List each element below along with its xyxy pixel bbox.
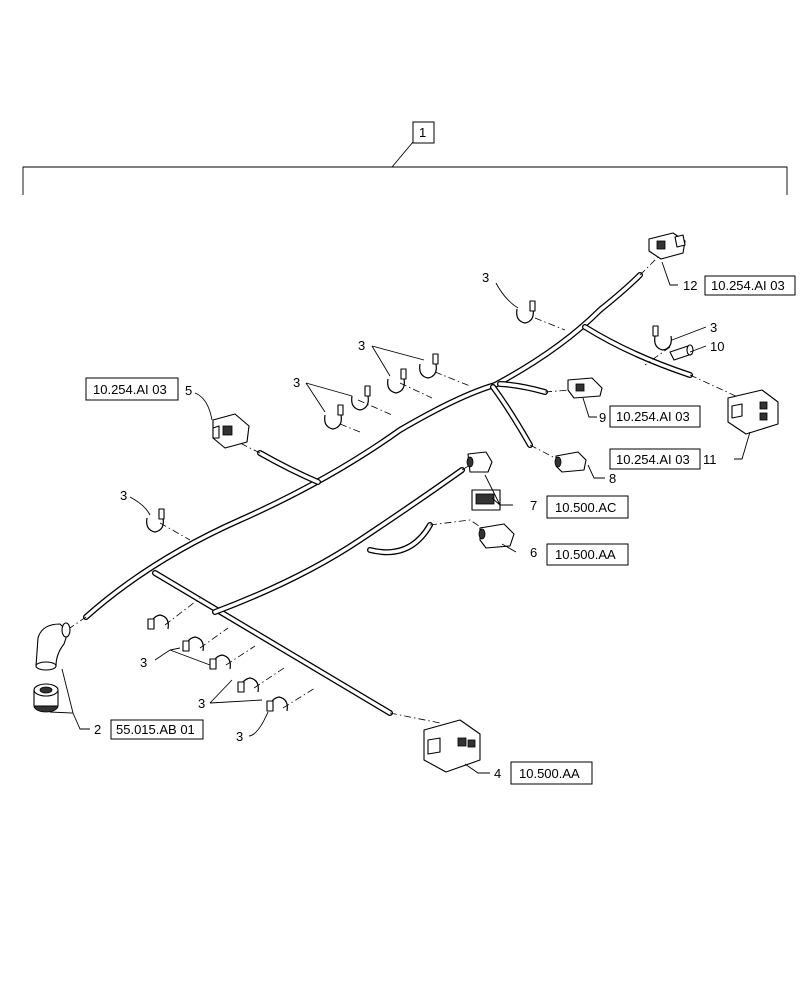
connector-12 [648, 232, 686, 260]
clip-3-g [146, 508, 165, 533]
callout-3-f: 3 [140, 655, 147, 670]
callout-12: 12 [683, 278, 697, 293]
ref-box-2: 55.015.AB 01 [110, 719, 204, 740]
clip-3-l [266, 696, 288, 712]
ref-text-9: 10.254.AI 03 [616, 409, 690, 424]
callout-3-h: 3 [236, 729, 243, 744]
ref-box-11: 10.254.AI 03 [609, 448, 701, 470]
callout-3-e: 3 [120, 488, 127, 503]
ref-box-6: 10.500.AA [546, 543, 629, 566]
callout-6: 6 [530, 545, 537, 560]
clip-3-h [147, 614, 169, 630]
callout-3-b: 3 [710, 320, 717, 335]
callout-5: 5 [185, 383, 192, 398]
callout-leaders [49, 261, 751, 774]
grommet-2 [33, 683, 59, 713]
ref-text-2: 55.015.AB 01 [116, 722, 195, 737]
callout-4: 4 [494, 766, 501, 781]
callout-3-c: 3 [358, 338, 365, 353]
connector-8 [554, 451, 587, 473]
clip-3-a [516, 300, 536, 324]
callout-3-g: 3 [198, 696, 205, 711]
ref-box-5: 10.254.AI 03 [85, 377, 179, 401]
callout-10: 10 [710, 339, 724, 354]
callout-3-d: 3 [293, 375, 300, 390]
clip-3-c [419, 353, 439, 379]
connector-7-upper [466, 451, 493, 473]
connector-5 [212, 413, 250, 449]
connector-11 [727, 389, 779, 435]
callout-9: 9 [599, 410, 606, 425]
callout-11: 11 [703, 452, 717, 467]
connector-7-lower [471, 489, 501, 511]
ref-box-7: 10.500.AC [546, 495, 629, 519]
callout-7: 7 [530, 498, 537, 513]
callout-numbers: 3 3 10 3 3 3 3 3 3 5 2 4 6 7 8 9 11 12 [94, 270, 724, 781]
dash-dot-leaders [69, 254, 741, 724]
harness-wires [83, 272, 693, 716]
clip-3-e [351, 385, 371, 411]
ref-text-4: 10.500.AA [519, 766, 580, 781]
ref-box-9: 10.254.AI 03 [609, 405, 701, 428]
connector-6 [478, 523, 515, 549]
callout-3-a: 3 [482, 270, 489, 285]
elbow-2 [35, 622, 71, 671]
ref-text-5: 10.254.AI 03 [93, 382, 167, 397]
reference-boxes: 10.254.AI 03 10.254.AI 03 10.254.AI 03 1… [85, 275, 796, 785]
clip-3-j [209, 654, 231, 670]
connector-9 [567, 377, 603, 399]
ref-text-11: 10.254.AI 03 [616, 452, 690, 467]
callout-8: 8 [609, 471, 616, 486]
assembly-callout-label: 1 [419, 125, 426, 140]
ref-box-12: 10.254.AI 03 [704, 275, 796, 296]
ref-text-12: 10.254.AI 03 [711, 278, 785, 293]
ref-box-4: 10.500.AA [510, 761, 593, 785]
ref-text-6: 10.500.AA [555, 547, 616, 562]
clip-3-i [182, 636, 204, 652]
clips [146, 300, 672, 712]
assembly-bracket: 1 [22, 121, 788, 195]
clip-3-d [387, 368, 407, 394]
clip-3-k [237, 677, 259, 693]
sleeve-10 [669, 344, 694, 361]
connector-4 [423, 719, 481, 773]
ref-text-7: 10.500.AC [555, 500, 616, 515]
clip-3-f [324, 404, 344, 430]
clip-3-b [652, 325, 672, 351]
callout-2: 2 [94, 722, 101, 737]
